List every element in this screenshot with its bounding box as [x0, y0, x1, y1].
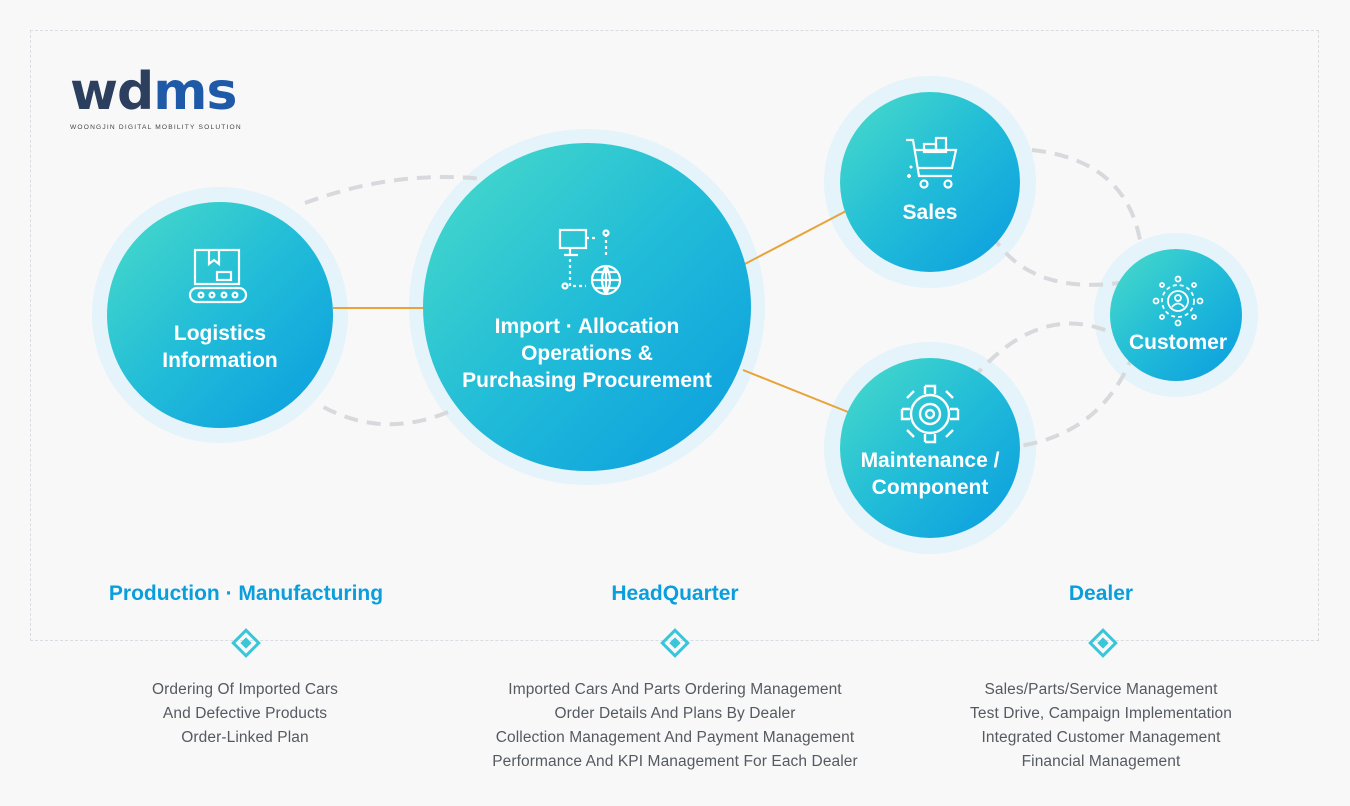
description-line: Sales/Parts/Service Management	[984, 681, 1218, 698]
section-title-production: Production · Manufacturing	[108, 582, 384, 605]
production-description: Ordering Of Imported Cars And Defective …	[152, 678, 338, 750]
import-node	[423, 143, 751, 471]
logistics-node	[107, 202, 333, 428]
connector-import-maintenance	[742, 369, 849, 413]
diamond-marker-production	[231, 628, 261, 658]
arrow-logistics-to-import	[304, 174, 536, 205]
arrow-import-to-logistics	[316, 402, 449, 427]
description-line: Collection Management And Payment Manage…	[495, 729, 855, 746]
description-line: Performance And KPI Management For Each …	[492, 753, 858, 770]
logistics-label: Logistics Information	[162, 322, 278, 372]
maintenance-node	[840, 358, 1020, 538]
description-line: And Defective Products	[162, 705, 328, 722]
conveyor-box-icon	[188, 248, 248, 304]
customer-label: Customer	[1128, 331, 1228, 354]
sales-label: Sales	[902, 201, 958, 224]
shopping-cart-icon	[906, 136, 958, 189]
description-line: Integrated Customer Management	[981, 729, 1221, 746]
section-title-dealer: Dealer	[1068, 582, 1134, 605]
maintenance-label: Maintenance / Component	[860, 449, 1000, 499]
customer-node	[1110, 249, 1242, 381]
description-line: Imported Cars And Parts Ordering Managem…	[508, 681, 842, 698]
import-label: Import · Allocation Operations & Purchas…	[462, 315, 712, 392]
description-line: Ordering Of Imported Cars	[152, 681, 338, 698]
logo-subtitle: WOONGJIN DIGITAL MOBILITY SOLUTION	[70, 124, 242, 131]
customer-network-icon	[1152, 275, 1204, 327]
dealer-description: Sales/Parts/Service Management Test Driv…	[970, 678, 1232, 774]
description-line: Order Details And Plans By Dealer	[554, 705, 796, 722]
sales-node	[840, 92, 1020, 272]
headquarter-description: Imported Cars And Parts Ordering Managem…	[492, 678, 858, 774]
description-line: Order-Linked Plan	[181, 729, 309, 746]
arrow-customer-to-maintenance	[962, 321, 1128, 392]
network-globe-icon	[558, 228, 622, 296]
diamond-marker-headquarter	[660, 628, 690, 658]
wdms-logo: wdms WOONGJIN DIGITAL MOBILITY SOLUTION	[70, 66, 242, 131]
diamond-marker-dealer	[1088, 628, 1118, 658]
connector-import-sales	[742, 209, 849, 266]
arrow-sales-to-customer	[1031, 148, 1142, 241]
description-line: Financial Management	[1021, 753, 1181, 770]
gear-icon	[900, 384, 960, 444]
section-title-headquarter: HeadQuarter	[611, 582, 739, 605]
description-line: Test Drive, Campaign Implementation	[970, 705, 1232, 722]
logo-wordmark: wdms	[70, 62, 237, 122]
